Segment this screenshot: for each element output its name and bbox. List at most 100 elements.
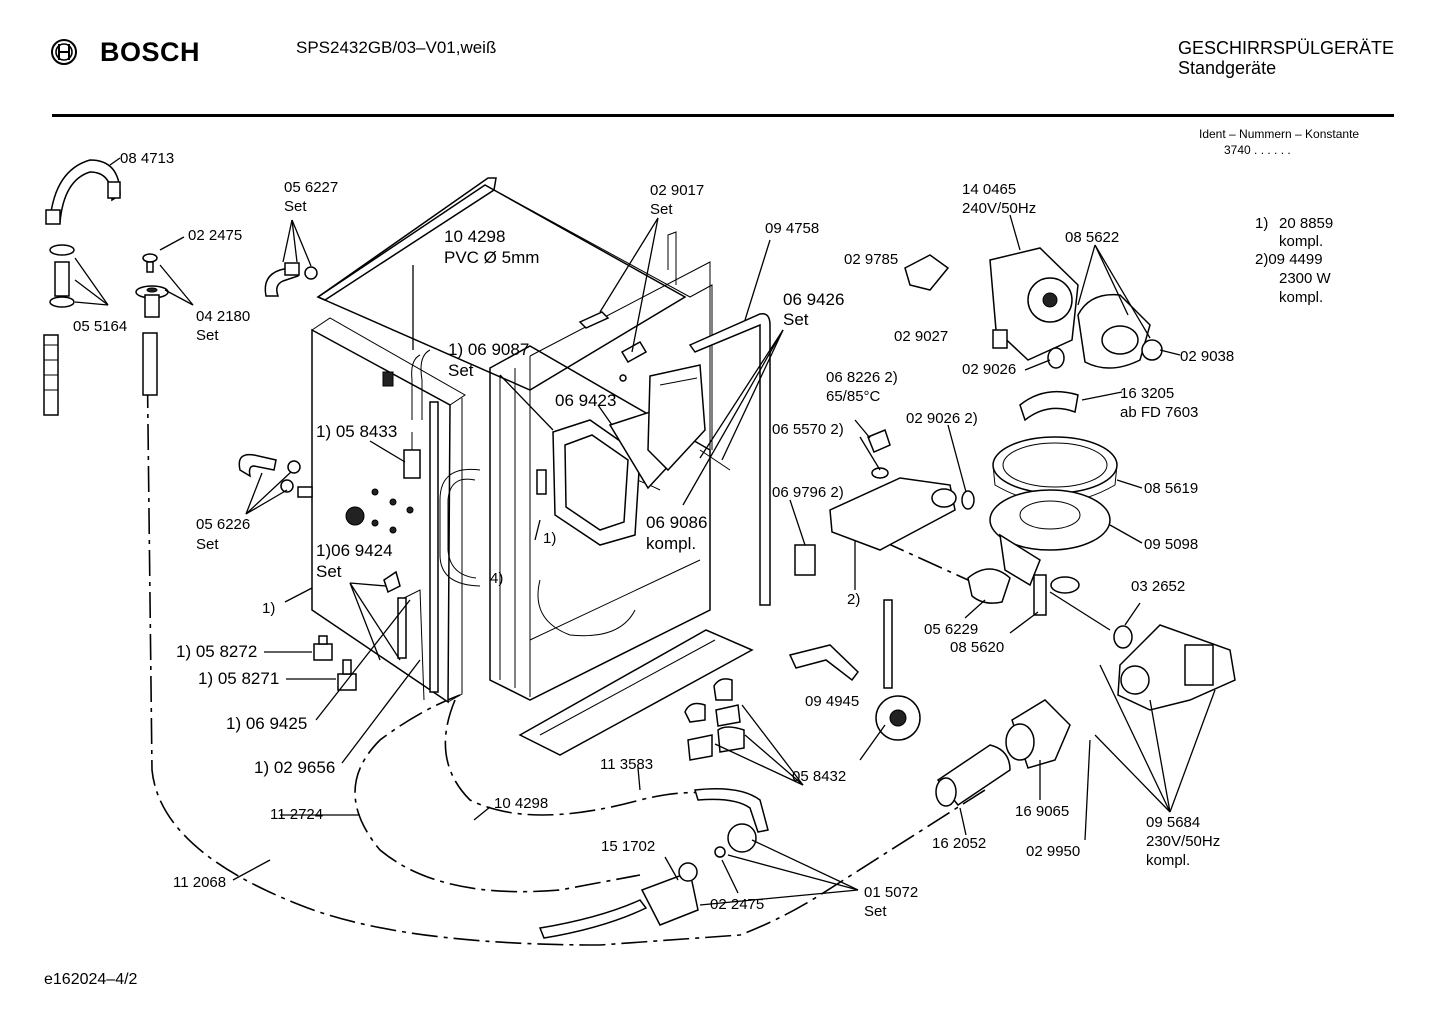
sensor-058271-icon — [337, 659, 357, 691]
label-055164: 05 5164 — [73, 318, 128, 335]
brand-name: BOSCH — [100, 37, 201, 67]
pump-motor-140465-icon — [989, 247, 1079, 361]
clamps-055164-icon — [49, 244, 75, 308]
hose-055164-icon — [43, 334, 59, 416]
note-2-spec: 2300 W — [1279, 270, 1331, 287]
drawing-id: e162024–4/2 — [44, 971, 138, 988]
hose-112068 — [146, 339, 986, 946]
label-104298-a: 10 4298 — [444, 227, 506, 246]
label-151702: 15 1702 — [601, 838, 656, 855]
label-094758: 09 4758 — [765, 220, 820, 237]
base-rail-icon — [518, 629, 754, 756]
label-015072-set: Set — [864, 903, 887, 920]
note-1-code: 20 8859 — [1279, 215, 1334, 232]
label-069086-kompl: kompl. — [646, 534, 697, 553]
label-085619: 08 5619 — [1144, 480, 1199, 497]
inlet-valve-095684-icon — [1117, 624, 1236, 711]
label-084713: 08 4713 — [120, 150, 175, 167]
label-069425: 1) 06 9425 — [226, 714, 308, 733]
connector-169065-icon — [1005, 699, 1071, 769]
float-rod-icon — [429, 401, 439, 693]
label-104298-b: 10 4298 — [494, 795, 549, 812]
label-069796: 06 9796 2) — [772, 484, 844, 501]
rinse-aid-069086-icon — [647, 364, 731, 472]
label-069086: 06 9086 — [646, 513, 708, 532]
label-095098: 09 5098 — [1144, 536, 1199, 553]
label-029038: 02 9038 — [1180, 348, 1235, 365]
hose-104298 — [444, 699, 741, 816]
label-029785: 02 9785 — [844, 251, 899, 268]
part-029027-icon — [992, 329, 1008, 349]
label-140465-spec: 240V/50Hz — [962, 200, 1037, 217]
label-069426: 06 9426 — [783, 290, 845, 309]
category-subtitle: Standgeräte — [1178, 58, 1277, 78]
clips-094945-icon — [684, 678, 745, 761]
part-163205-icon — [1019, 390, 1079, 422]
label-056226: 05 6226 — [196, 516, 251, 533]
note-1-text: kompl. — [1279, 233, 1324, 250]
pump-housing-085622-icon — [1077, 293, 1163, 369]
note-2-text: kompl. — [1279, 289, 1324, 306]
label-094945: 09 4945 — [805, 693, 860, 710]
label-095684-spec: 230V/50Hz — [1146, 833, 1221, 850]
part-029785-icon — [904, 254, 950, 291]
label-015072: 01 5072 — [864, 884, 919, 901]
label-163205-note: ab FD 7603 — [1120, 404, 1199, 421]
label-068226-temp: 65/85°C — [826, 388, 881, 405]
header-divider — [52, 114, 1394, 117]
label-112724: 11 2724 — [270, 806, 324, 823]
switch-058433-icon — [403, 432, 421, 479]
hose-113583-icon — [694, 788, 769, 858]
elbow-056229-icon — [967, 568, 1011, 604]
label-113583: 11 3583 — [600, 756, 654, 773]
thermostat-068226-icon — [867, 429, 891, 479]
label-note-2: 2) — [847, 591, 861, 608]
label-085622: 08 5622 — [1065, 229, 1120, 246]
part-069796-icon — [794, 544, 816, 576]
elbow-set-056226-icon — [238, 453, 301, 493]
label-032652: 03 2652 — [1131, 578, 1186, 595]
heater-block-icon — [829, 477, 975, 551]
seal-032652-icon — [1113, 625, 1133, 649]
pipe-042180-icon — [142, 332, 158, 396]
label-058272: 1) 05 8272 — [176, 642, 258, 661]
label-042180: 04 2180 — [196, 308, 251, 325]
label-029027: 02 9027 — [894, 328, 949, 345]
label-069426-set: Set — [783, 310, 809, 329]
ident-heading: Ident – Nummern – Konstante — [1199, 127, 1360, 141]
label-058271: 1) 05 8271 — [198, 669, 280, 688]
screw-022475-icon — [142, 253, 158, 273]
label-pvc: PVC Ø 5mm — [444, 248, 540, 267]
label-022475-a: 02 2475 — [188, 227, 243, 244]
label-095684: 09 5684 — [1146, 814, 1201, 831]
spray-pipe-094758-icon — [688, 312, 771, 606]
label-056229: 05 6229 — [924, 621, 979, 638]
label-029026-b: 02 9026 2) — [906, 410, 978, 427]
hose-112724 — [354, 694, 641, 893]
bracket-029017-icon — [578, 311, 648, 382]
label-042180-set: Set — [196, 327, 219, 344]
label-069087: 1) 06 9087 — [448, 340, 530, 359]
fitting-042180-icon — [135, 285, 169, 318]
hose-hook-084713-icon — [45, 159, 121, 225]
inner-tub-icon — [484, 184, 713, 701]
label-068226: 06 8226 2) — [826, 369, 898, 386]
elbow-set-056227-icon — [264, 262, 318, 297]
label-029017-set: Set — [650, 201, 673, 218]
label-note-4: 4) — [490, 570, 504, 587]
label-069424-set: Set — [316, 562, 342, 581]
label-note-1-b: 1) — [262, 600, 276, 617]
label-069087-set: Set — [448, 361, 474, 380]
ident-value: 3740 . . . . . . — [1224, 143, 1291, 157]
label-056227: 05 6227 — [284, 179, 339, 196]
label-069424: 1)06 9424 — [316, 541, 393, 560]
pressure-switch-058432-icon — [788, 599, 921, 741]
label-065570: 06 5570 2) — [772, 421, 844, 438]
wire-icon — [397, 589, 425, 701]
category-title: GESCHIRRSPÜLGERÄTE — [1178, 38, 1395, 58]
model-number: SPS2432GB/03–V01,weiß — [296, 38, 497, 57]
door-seal-icon — [411, 349, 481, 587]
label-169065: 16 9065 — [1015, 803, 1070, 820]
